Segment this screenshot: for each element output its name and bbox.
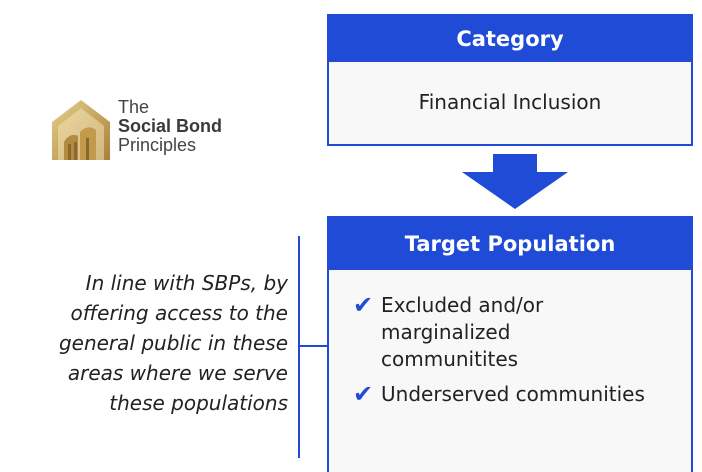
check-icon: ✔ [353,380,374,408]
target-population-list: ✔ Excluded and/or marginalized communiti… [329,270,691,408]
list-item-text: Underserved communities [381,382,645,406]
down-arrow-icon [462,154,568,209]
logo-line-principles: Principles [118,135,197,155]
bracket-connector [298,345,327,347]
category-header: Category [329,16,691,62]
logo-line-social-bond: Social Bond [118,116,223,136]
logo-text: The Social Bond Principles [118,98,222,155]
sbp-note: In line with SBPs, by offering access to… [58,271,288,415]
bracket-line [298,236,300,458]
category-box: Category Financial Inclusion [327,14,693,146]
social-bond-principles-logo: The Social Bond Principles [50,96,260,166]
list-item-text: Excluded and/or marginalized communitite… [381,293,544,371]
category-value: Financial Inclusion [418,90,602,114]
check-icon: ✔ [353,291,374,319]
list-item: ✔ Underserved communities [353,381,691,408]
target-population-header: Target Population [329,218,691,270]
logo-icon [52,100,110,160]
logo-line-the: The [118,97,150,117]
target-population-box: Target Population ✔ Excluded and/or marg… [327,216,693,472]
list-item: ✔ Excluded and/or marginalized communiti… [353,292,691,373]
